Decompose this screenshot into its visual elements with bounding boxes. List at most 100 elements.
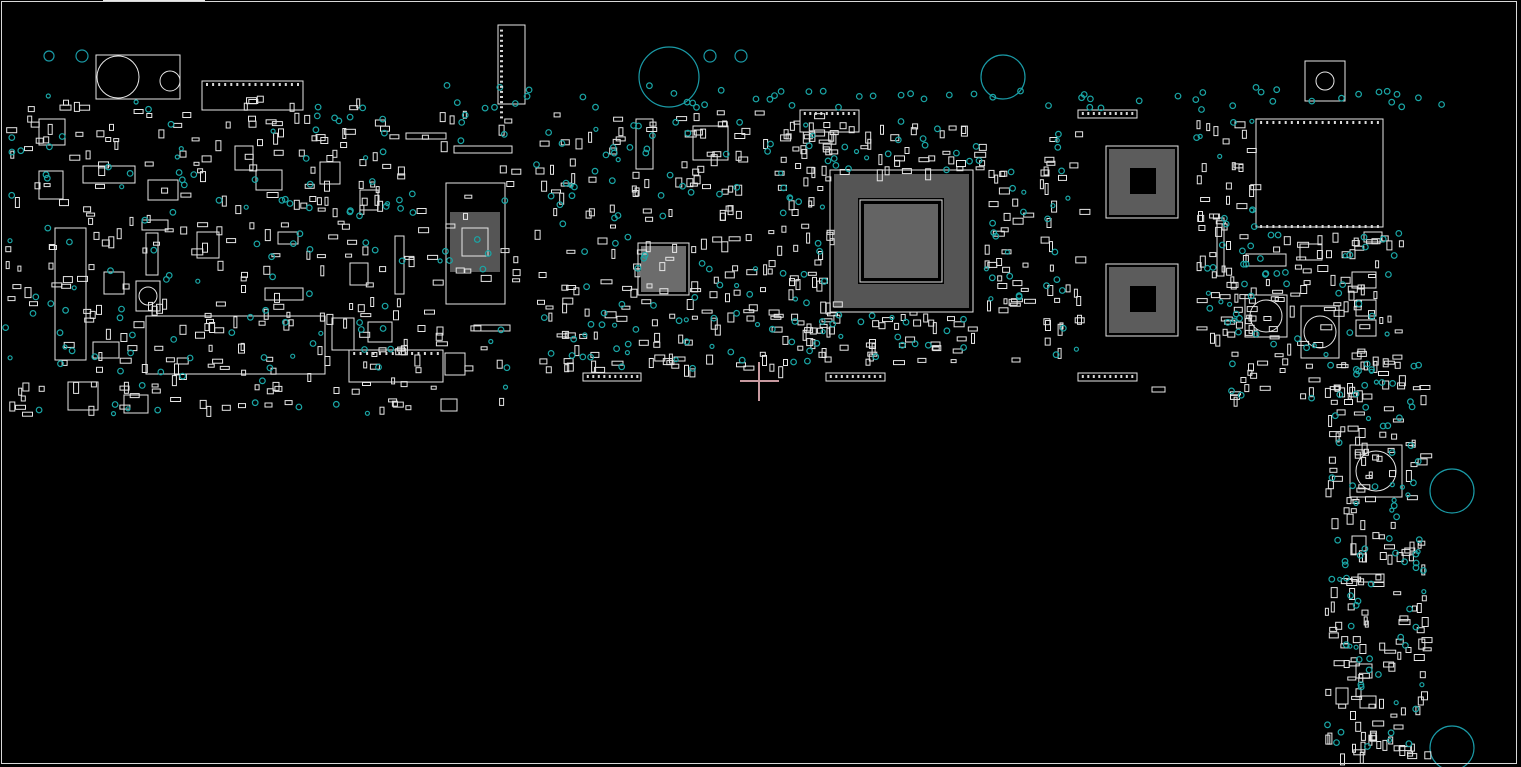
connector-vertical bbox=[54, 227, 87, 361]
passive-component bbox=[560, 139, 570, 146]
passive-component bbox=[5, 246, 12, 253]
passive-component bbox=[1353, 749, 1366, 756]
passive-component bbox=[7, 296, 16, 302]
passive-component bbox=[1349, 386, 1356, 394]
passive-component bbox=[1241, 129, 1247, 139]
passive-component bbox=[816, 280, 823, 292]
via bbox=[547, 192, 555, 200]
via bbox=[1371, 483, 1379, 491]
passive-component bbox=[1357, 348, 1366, 354]
passive-component bbox=[999, 171, 1006, 177]
audio-jack bbox=[95, 54, 181, 100]
mounting-hole bbox=[75, 49, 89, 63]
passive-component bbox=[1401, 548, 1411, 556]
passive-component bbox=[1054, 297, 1061, 303]
ic-chip bbox=[1011, 357, 1021, 363]
connector-pad bbox=[500, 55, 503, 58]
passive-component bbox=[1330, 399, 1338, 405]
via bbox=[1058, 287, 1066, 294]
passive-component bbox=[659, 288, 669, 295]
via bbox=[116, 314, 124, 322]
passive-component bbox=[400, 381, 408, 388]
passive-component bbox=[360, 313, 372, 318]
passive-component bbox=[195, 331, 205, 339]
passive-component bbox=[1274, 297, 1285, 302]
passive-component bbox=[1075, 256, 1087, 264]
passive-component bbox=[1020, 287, 1029, 292]
via bbox=[1419, 567, 1427, 574]
passive-component bbox=[1231, 351, 1239, 357]
passive-component bbox=[449, 115, 455, 125]
via bbox=[816, 247, 823, 255]
passive-component bbox=[1382, 358, 1389, 368]
via bbox=[1353, 370, 1360, 378]
via bbox=[331, 114, 339, 122]
passive-component bbox=[1399, 615, 1409, 622]
passive-component bbox=[1227, 331, 1236, 338]
via bbox=[1362, 403, 1370, 411]
via bbox=[56, 329, 64, 337]
via bbox=[612, 239, 619, 247]
switch bbox=[1304, 60, 1346, 102]
via bbox=[268, 253, 276, 261]
connector-pad bbox=[851, 375, 854, 378]
via bbox=[501, 197, 509, 205]
passive-component bbox=[397, 166, 405, 176]
passive-component bbox=[361, 197, 368, 206]
passive-component bbox=[588, 208, 595, 217]
passive-component bbox=[324, 196, 329, 206]
passive-component bbox=[1412, 386, 1421, 391]
via bbox=[1228, 360, 1236, 368]
via bbox=[1050, 203, 1056, 209]
connector-pad bbox=[254, 83, 257, 86]
passive-component bbox=[1363, 448, 1369, 456]
connector-pad bbox=[500, 34, 503, 37]
passive-component bbox=[1233, 396, 1238, 407]
passive-component bbox=[430, 385, 437, 390]
passive-component bbox=[1022, 262, 1029, 268]
connector-pad bbox=[218, 83, 221, 86]
passive-component bbox=[615, 136, 626, 142]
passive-component bbox=[802, 329, 807, 341]
connector-pad bbox=[297, 83, 299, 86]
via bbox=[479, 265, 487, 273]
passive-component bbox=[416, 208, 427, 214]
passive-component bbox=[821, 165, 827, 176]
passive-component bbox=[278, 128, 284, 138]
via bbox=[1357, 683, 1365, 691]
via bbox=[1257, 88, 1265, 96]
passive-component bbox=[569, 158, 576, 167]
via bbox=[558, 140, 566, 147]
passive-component bbox=[1354, 451, 1361, 459]
via bbox=[110, 411, 117, 417]
passive-component bbox=[1421, 617, 1429, 627]
passive-component bbox=[684, 364, 689, 377]
ic-chip bbox=[1357, 573, 1385, 583]
passive-component bbox=[1308, 387, 1314, 398]
via bbox=[1368, 368, 1375, 374]
via bbox=[1352, 601, 1360, 609]
via bbox=[863, 155, 870, 161]
connector-pad bbox=[1266, 121, 1269, 124]
passive-component bbox=[809, 327, 817, 335]
passive-component bbox=[998, 307, 1009, 314]
passive-component bbox=[204, 312, 212, 318]
passive-component bbox=[199, 399, 207, 409]
passive-component bbox=[464, 194, 473, 199]
via bbox=[889, 314, 895, 321]
passive-component bbox=[1405, 470, 1412, 482]
via bbox=[810, 132, 816, 138]
passive-component bbox=[1361, 456, 1367, 466]
passive-component bbox=[1358, 672, 1370, 679]
via bbox=[523, 92, 531, 100]
passive-component bbox=[34, 182, 41, 190]
passive-component bbox=[773, 313, 784, 318]
via bbox=[1355, 656, 1363, 663]
passive-component bbox=[1361, 609, 1369, 616]
via bbox=[819, 87, 827, 95]
passive-component bbox=[988, 169, 995, 178]
via bbox=[853, 148, 860, 155]
passive-component bbox=[154, 345, 164, 351]
